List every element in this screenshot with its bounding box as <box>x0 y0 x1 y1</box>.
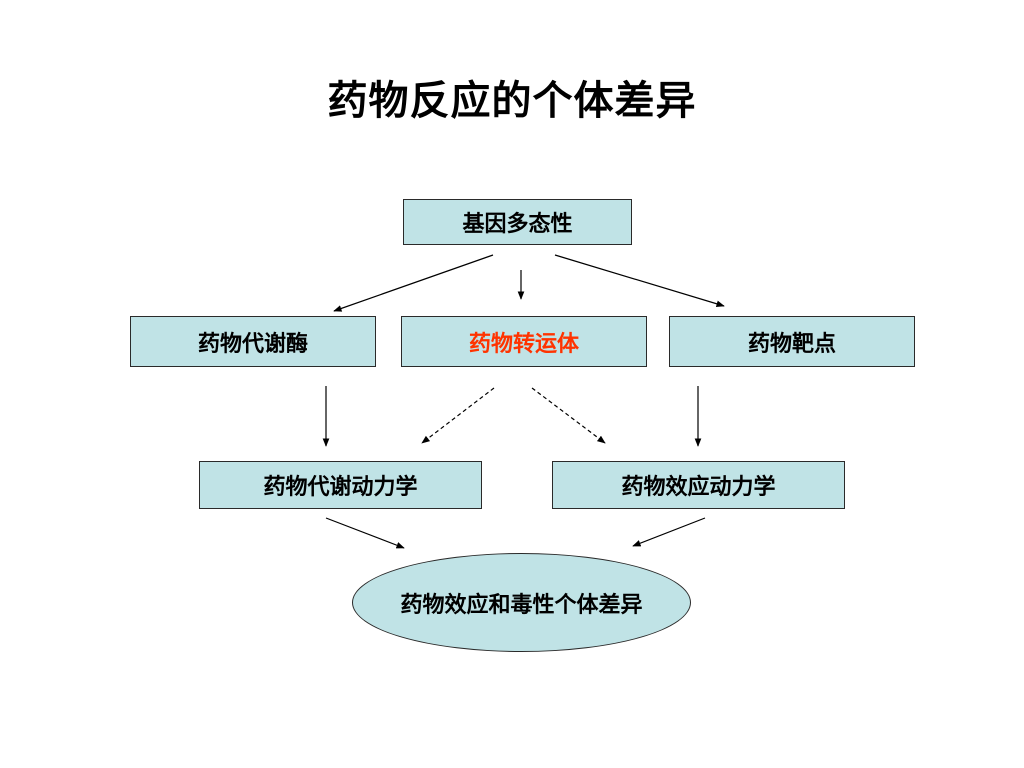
node-drug-target: 药物靶点 <box>669 316 915 367</box>
arrow-pk-to-outcome <box>325 517 405 549</box>
node-gene-polymorphism-label: 基因多态性 <box>462 212 573 237</box>
arrow-gene-to-enzyme <box>333 254 494 312</box>
page-title: 药物反应的个体差异 <box>327 78 697 124</box>
node-pharmacodynamics: 药物效应动力学 <box>552 461 845 509</box>
node-outcome-label: 药物效应和毒性个体差异 <box>400 592 643 618</box>
node-pharmacokinetics: 药物代谢动力学 <box>199 461 482 509</box>
node-drug-metabolizing-enzyme: 药物代谢酶 <box>130 316 376 367</box>
node-pharmacodynamics-label: 药物效应动力学 <box>621 475 776 500</box>
arrow-gene-to-target <box>554 254 725 308</box>
arrow-pd-to-outcome <box>632 517 706 547</box>
node-pharmacokinetics-label: 药物代谢动力学 <box>263 475 418 500</box>
node-drug-transporter-label: 药物转运体 <box>468 331 579 357</box>
arrow-transporter-to-pd <box>531 387 606 444</box>
node-drug-metabolizing-enzyme-label: 药物代谢酶 <box>197 331 308 357</box>
node-gene-polymorphism: 基因多态性 <box>403 199 632 245</box>
node-drug-target-label: 药物靶点 <box>747 331 836 357</box>
arrow-transporter-to-pk <box>421 387 495 444</box>
node-drug-transporter: 药物转运体 <box>401 316 647 367</box>
node-outcome-individual-variation: 药物效应和毒性个体差异 <box>352 553 691 652</box>
